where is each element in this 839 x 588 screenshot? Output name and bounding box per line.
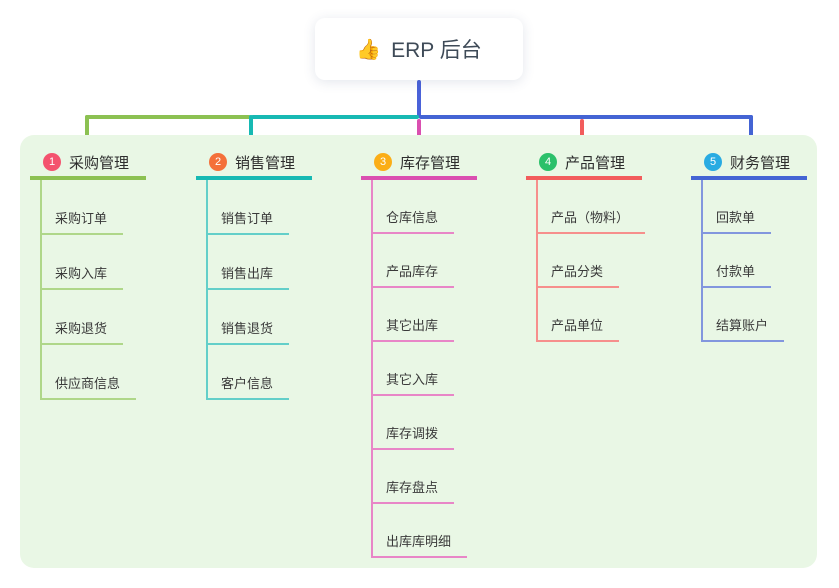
branch-stem-line	[701, 180, 703, 342]
branch-finance: 5 财务管理 回款单 付款单 结算账户	[691, 148, 807, 342]
node-product-unit[interactable]: 产品单位	[536, 288, 620, 342]
branch3-drop-line	[417, 119, 421, 147]
branch-product: 4 产品管理 产品（物料） 产品分类 产品单位	[526, 148, 646, 342]
node-other-outbound[interactable]: 其它出库	[371, 288, 455, 342]
node-product-stock[interactable]: 产品库存	[371, 234, 455, 288]
branch-label: 采购管理	[69, 154, 130, 172]
branch-label: 库存管理	[400, 154, 461, 172]
branch-purchase: 1 采购管理 采购订单 采购入库 采购退货 供应商信息	[30, 148, 146, 400]
branch-finance-header[interactable]: 5 财务管理	[691, 148, 807, 180]
node-sales-order[interactable]: 销售订单	[206, 180, 290, 235]
branch-stem-line	[536, 180, 538, 342]
branch-sales: 2 销售管理 销售订单 销售出库 销售退货 客户信息	[196, 148, 312, 400]
branch-number-badge: 3	[374, 153, 392, 171]
node-product-material[interactable]: 产品（物料）	[536, 180, 646, 234]
node-stock-check[interactable]: 库存盘点	[371, 450, 455, 504]
branch-number-badge: 4	[539, 153, 557, 171]
branch-sales-header[interactable]: 2 销售管理	[196, 148, 312, 180]
branch-label: 财务管理	[730, 154, 791, 172]
branch-stem-line	[40, 180, 42, 400]
branch-inventory-header[interactable]: 3 库存管理	[361, 148, 477, 180]
branch1-drop-line	[85, 115, 89, 147]
branch-number-badge: 2	[209, 153, 227, 171]
node-inout-detail[interactable]: 出库库明细	[371, 504, 468, 558]
branch-stem-line	[371, 180, 373, 558]
node-warehouse-info[interactable]: 仓库信息	[371, 180, 455, 234]
branch-purchase-header[interactable]: 1 采购管理	[30, 148, 146, 180]
branch-label: 产品管理	[565, 154, 626, 172]
node-purchase-order[interactable]: 采购订单	[40, 180, 124, 235]
root-connector-line	[417, 80, 421, 118]
node-other-inbound[interactable]: 其它入库	[371, 342, 455, 396]
root-node-label: ERP 后台	[391, 39, 482, 62]
node-sales-outbound[interactable]: 销售出库	[206, 235, 290, 290]
branch-stem-line	[206, 180, 208, 400]
branch2-connector-line	[251, 115, 419, 119]
branch1-connector-line	[85, 115, 251, 119]
branch5-drop-line	[749, 115, 753, 147]
node-product-category[interactable]: 产品分类	[536, 234, 620, 288]
branch4-drop-line	[580, 119, 584, 147]
thumbs-up-icon: 👍	[356, 38, 382, 61]
branch-product-header[interactable]: 4 产品管理	[526, 148, 642, 180]
branch2-drop-line	[249, 115, 253, 147]
node-customer-info[interactable]: 客户信息	[206, 345, 290, 400]
branch-label: 销售管理	[235, 154, 296, 172]
node-purchase-inbound[interactable]: 采购入库	[40, 235, 124, 290]
node-stock-transfer[interactable]: 库存调拨	[371, 396, 455, 450]
branch-number-badge: 1	[43, 153, 61, 171]
node-settlement-account[interactable]: 结算账户	[701, 288, 785, 342]
node-sales-return[interactable]: 销售退货	[206, 290, 290, 345]
root-node[interactable]: 👍 ERP 后台	[315, 18, 523, 80]
branch-number-badge: 5	[704, 153, 722, 171]
branch5-connector-line	[419, 115, 753, 119]
branch-inventory: 3 库存管理 仓库信息 产品库存 其它出库 其它入库 库存调拨 库存盘点 出库库…	[361, 148, 477, 558]
node-purchase-return[interactable]: 采购退货	[40, 290, 124, 345]
node-payment-doc[interactable]: 付款单	[701, 234, 772, 288]
branches-panel	[20, 135, 817, 568]
node-supplier-info[interactable]: 供应商信息	[40, 345, 137, 400]
node-receipt-doc[interactable]: 回款单	[701, 180, 772, 234]
